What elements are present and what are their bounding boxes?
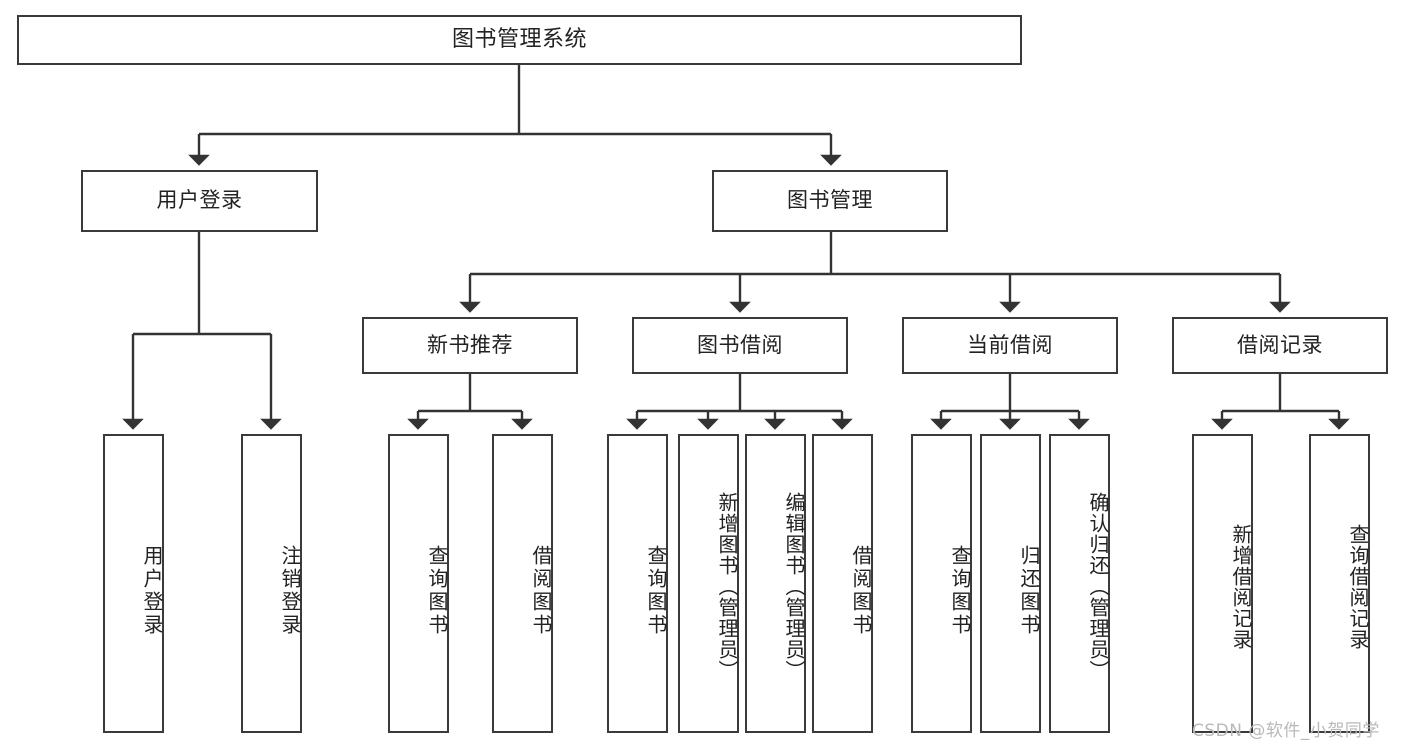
node-borrowing-records[interactable]: 借阅记录 [1172, 317, 1388, 374]
leaf-borrow-query-books[interactable]: 查询图书 [607, 434, 668, 733]
leaf-record-query-borrow-record[interactable]: 查询借阅记录 [1309, 434, 1370, 733]
node-new-book-recommendation[interactable]: 新书推荐 [362, 317, 578, 374]
leaf-borrow-add-book-admin[interactable]: 新增图书（管理员） [678, 434, 739, 733]
leaf-current-query-books[interactable]: 查询图书 [911, 434, 972, 733]
leaf-user-login-login[interactable]: 用户登录 [103, 434, 164, 733]
leaf-user-login-logout[interactable]: 注销登录 [241, 434, 302, 733]
leaf-new-book-borrow-books[interactable]: 借阅图书 [492, 434, 553, 733]
node-current-borrowing[interactable]: 当前借阅 [902, 317, 1118, 374]
node-book-borrowing[interactable]: 图书借阅 [632, 317, 848, 374]
node-user-login[interactable]: 用户登录 [81, 170, 318, 232]
csdn-watermark: CSDN @软件_小贺同学 [1192, 721, 1380, 741]
leaf-record-add-borrow-record[interactable]: 新增借阅记录 [1192, 434, 1253, 733]
node-root-book-management-system[interactable]: 图书管理系统 [17, 15, 1022, 65]
leaf-borrow-borrow-books[interactable]: 借阅图书 [812, 434, 873, 733]
node-book-management[interactable]: 图书管理 [712, 170, 948, 232]
leaf-new-book-query-books[interactable]: 查询图书 [388, 434, 449, 733]
leaf-borrow-edit-book-admin[interactable]: 编辑图书（管理员） [745, 434, 806, 733]
leaf-current-return-books[interactable]: 归还图书 [980, 434, 1041, 733]
leaf-current-confirm-return-admin[interactable]: 确认归还（管理员） [1049, 434, 1110, 733]
